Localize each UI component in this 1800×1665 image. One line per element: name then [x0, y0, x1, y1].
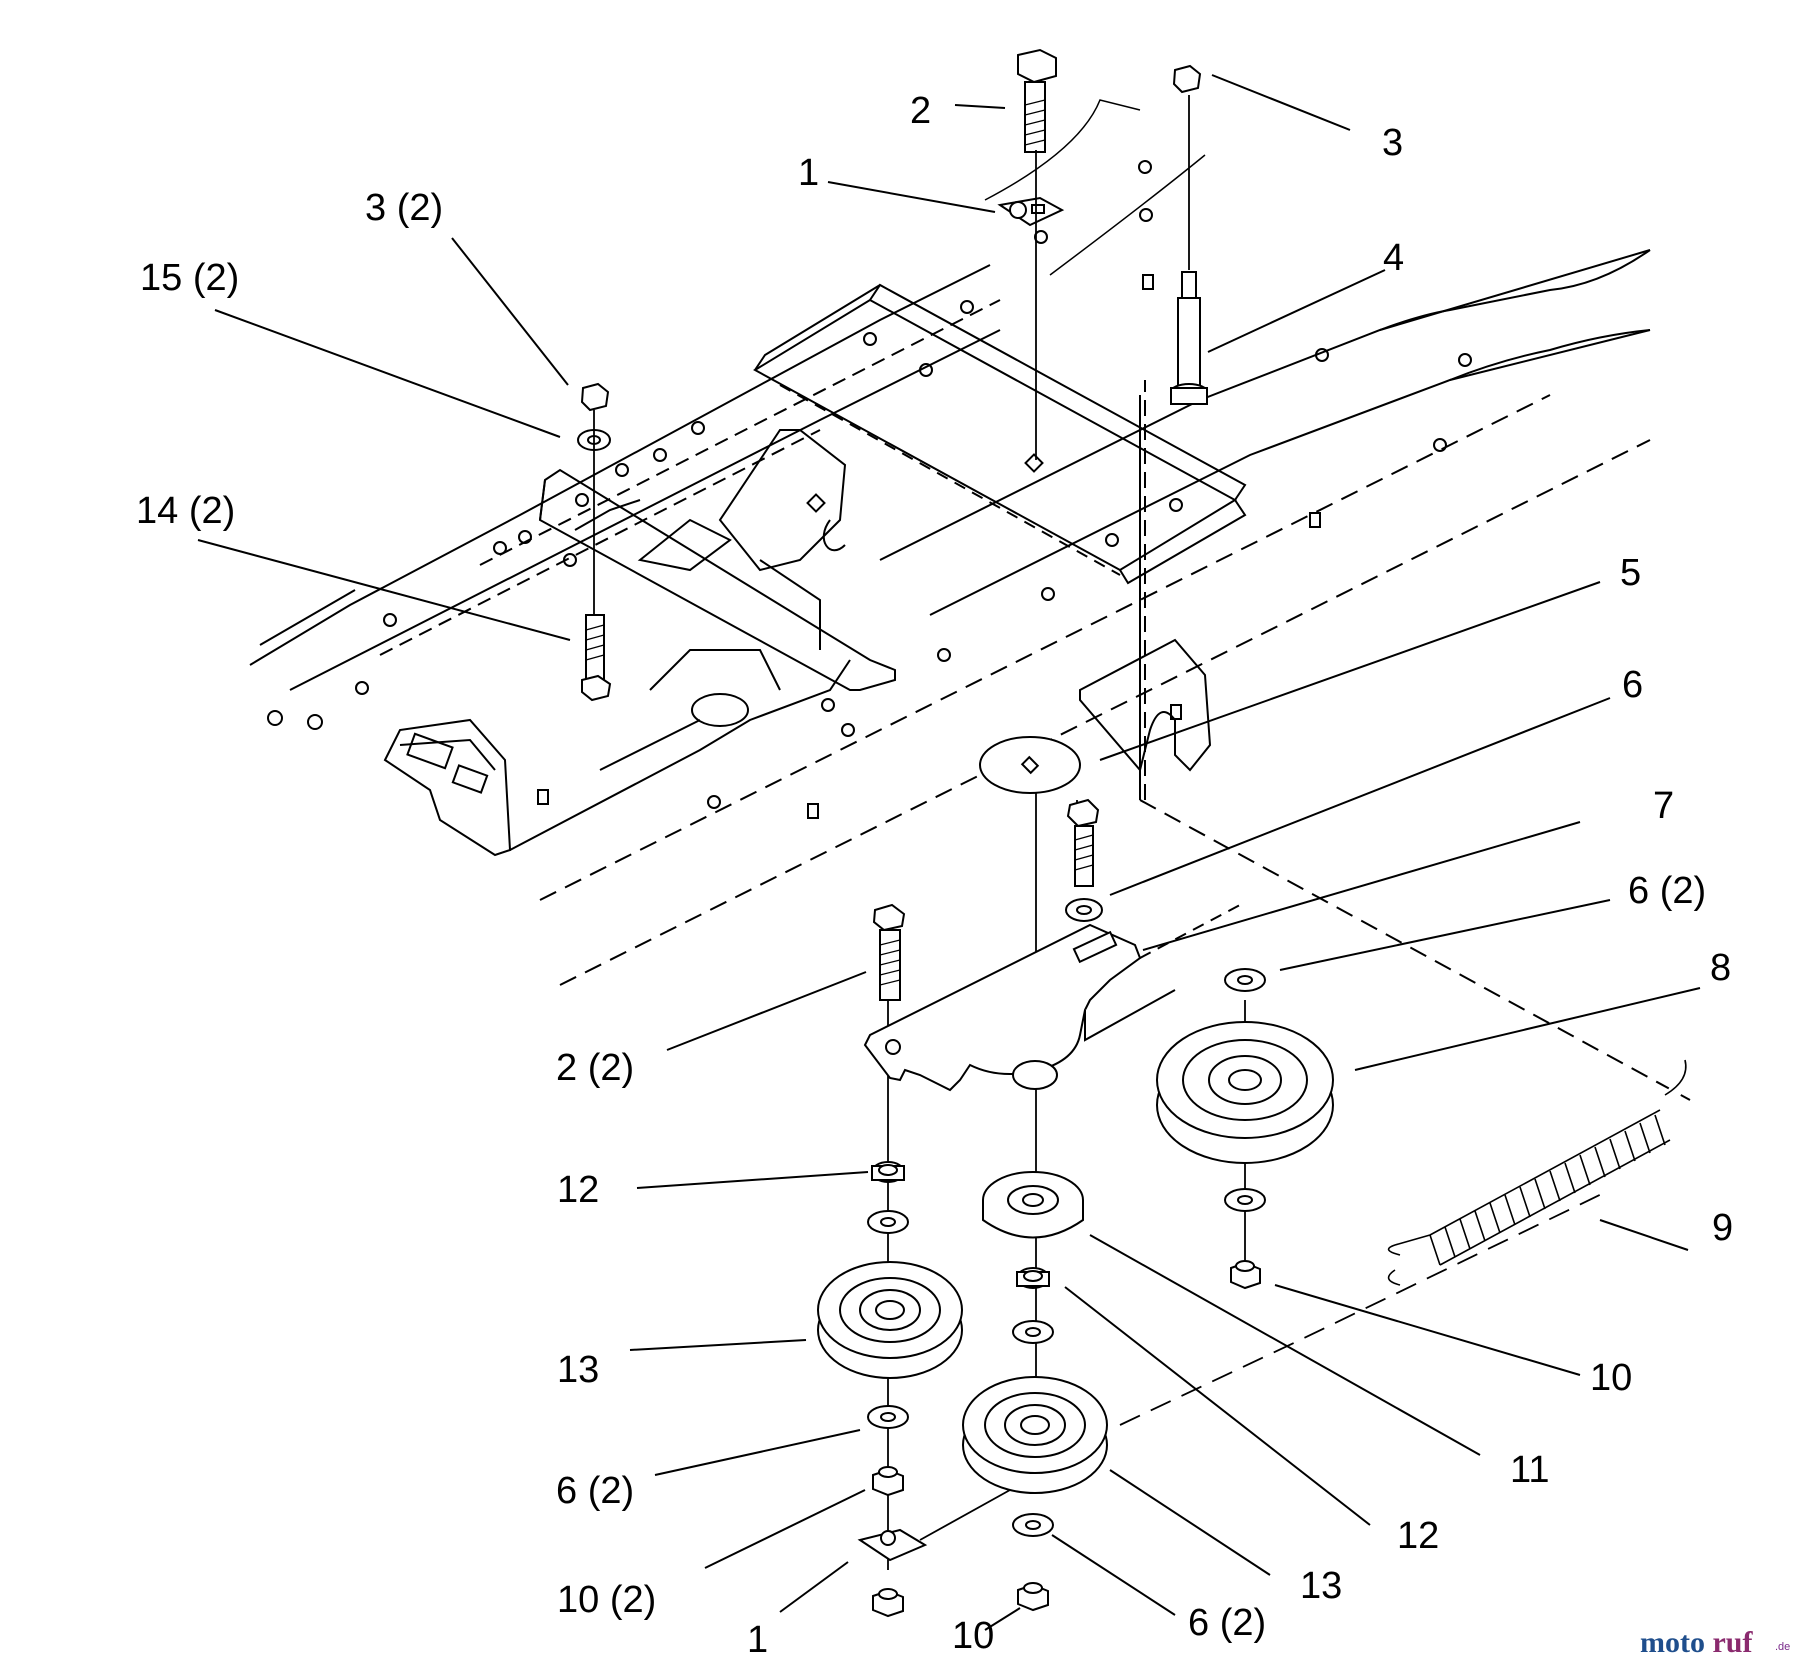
callout-13-mid: 13 — [1300, 1565, 1342, 1607]
callout-2x2: 2 (2) — [556, 1047, 634, 1089]
callout-15x2: 15 (2) — [140, 257, 239, 299]
callout-1-top: 1 — [798, 152, 819, 194]
shoulder-bolt — [1170, 271, 1208, 405]
idler-assembly — [817, 736, 1687, 1618]
watermark-suffix: .de — [1775, 1641, 1790, 1653]
watermark-logo: moto ruf .de — [1640, 1626, 1790, 1659]
watermark-main: moto — [1640, 1626, 1705, 1659]
callout-6x2-right: 6 (2) — [1628, 870, 1706, 912]
watermark-main-tail: ruf — [1712, 1626, 1753, 1659]
callout-9: 9 — [1712, 1207, 1733, 1249]
callout-14x2: 14 (2) — [136, 490, 235, 532]
callout-2-top: 2 — [910, 90, 931, 132]
callout-12-mid: 12 — [1397, 1515, 1439, 1557]
callout-12-left: 12 — [557, 1169, 599, 1211]
svg-text:moto ruf: moto ruf — [1640, 1626, 1753, 1659]
callout-1-bottom: 1 — [747, 1619, 768, 1661]
callout-3-top: 3 — [1382, 122, 1403, 164]
callout-10-bottom: 10 — [952, 1615, 994, 1657]
callout-3x2: 3 (2) — [365, 187, 443, 229]
leader-lines — [197, 74, 1701, 1631]
callout-6x2-bottom: 6 (2) — [1188, 1602, 1266, 1644]
callout-5: 5 — [1620, 552, 1641, 594]
callout-10x2: 10 (2) — [557, 1579, 656, 1621]
callout-8: 8 — [1710, 947, 1731, 989]
callout-13-left: 13 — [557, 1349, 599, 1391]
clamp-top — [997, 196, 1065, 227]
bolt-top — [1017, 48, 1057, 153]
spring — [1387, 1059, 1687, 1286]
top-hardware — [577, 48, 1208, 702]
callout-labels: 2 3 1 3 (2) 15 (2) 4 14 (2) 5 6 7 6 (2) … — [136, 90, 1733, 1661]
callout-7: 7 — [1653, 785, 1674, 827]
callout-4: 4 — [1383, 237, 1404, 279]
callout-6x2-left: 6 (2) — [556, 1470, 634, 1512]
callout-10-right: 10 — [1590, 1357, 1632, 1399]
callout-11: 11 — [1510, 1449, 1549, 1491]
frame-drawing — [249, 99, 1691, 1101]
callout-6: 6 — [1622, 664, 1643, 706]
axis-lines — [593, 95, 1611, 1570]
